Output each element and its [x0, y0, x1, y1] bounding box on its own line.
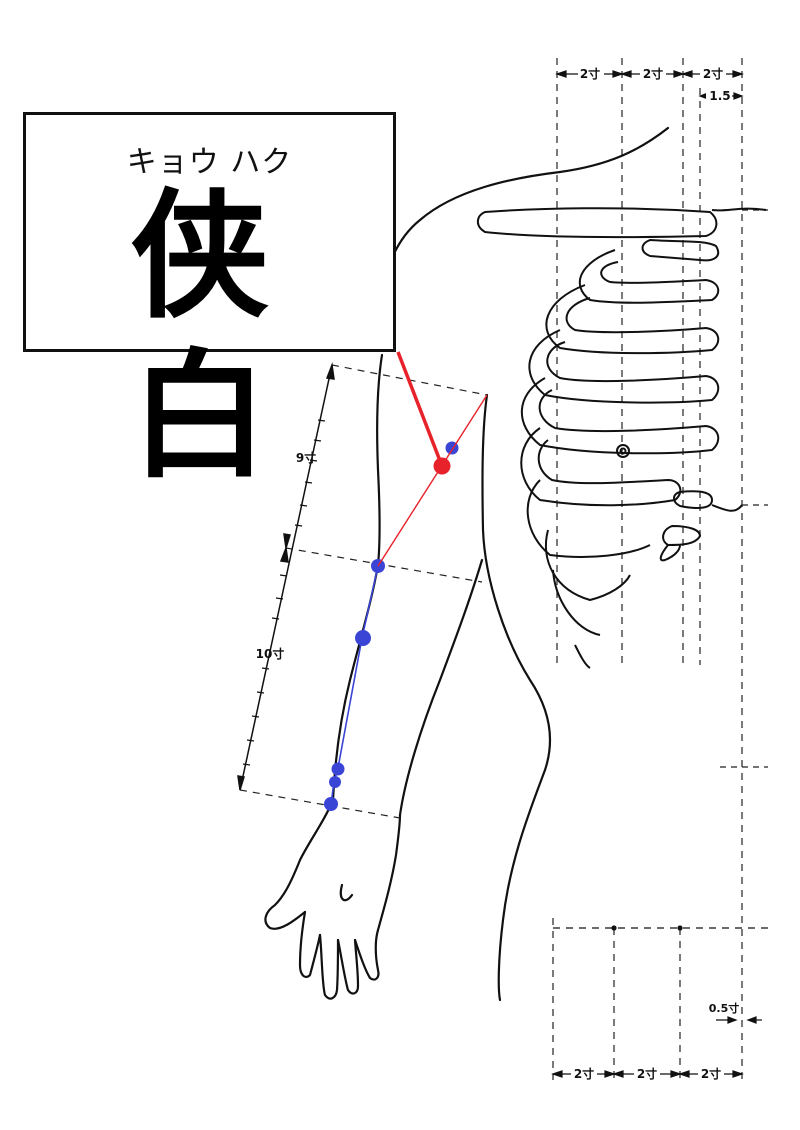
highlight-point-group — [377, 351, 488, 567]
highlighted-acupoint — [433, 457, 451, 475]
forearm-length-label: 10寸 — [256, 646, 285, 661]
point-name-box: キョウ ハク 侠 白 — [23, 112, 396, 497]
point-reading: キョウ ハク — [126, 145, 293, 180]
acupoint-forearm — [355, 630, 371, 646]
point-name: 侠 白 — [130, 176, 289, 497]
top-label-4: 1.5 — [709, 89, 730, 103]
acupoint-wrist-2 — [329, 776, 341, 788]
vertical-guides-bottom — [552, 918, 681, 1080]
rib-cage — [476, 207, 767, 669]
bottom-label-1: 2寸 — [574, 1066, 594, 1081]
top-label-1: 2寸 — [580, 66, 600, 81]
arm-ruler-labels: 9寸 10寸 — [256, 450, 317, 661]
bottom-scale-labels: 2寸 2寸 2寸 0.5寸 — [571, 1001, 739, 1081]
navel-icon — [616, 444, 630, 458]
bottom-label-3: 2寸 — [701, 1066, 721, 1081]
vertical-guides — [556, 58, 743, 1080]
upper-arm-length-label: 9寸 — [296, 450, 316, 465]
bottom-label-small: 0.5寸 — [709, 1001, 740, 1015]
top-label-2: 2寸 — [643, 66, 663, 81]
top-scale-labels: 2寸 2寸 2寸 1.5 — [578, 65, 732, 104]
acupoint-wrist-3 — [324, 797, 338, 811]
acupoint-wrist-1 — [331, 762, 345, 776]
arm-ruler — [237, 362, 335, 791]
bottom-label-2: 2寸 — [637, 1066, 657, 1081]
top-label-3: 2寸 — [703, 66, 723, 81]
right-dash-ticks — [720, 209, 768, 768]
lung-meridian — [324, 441, 459, 811]
